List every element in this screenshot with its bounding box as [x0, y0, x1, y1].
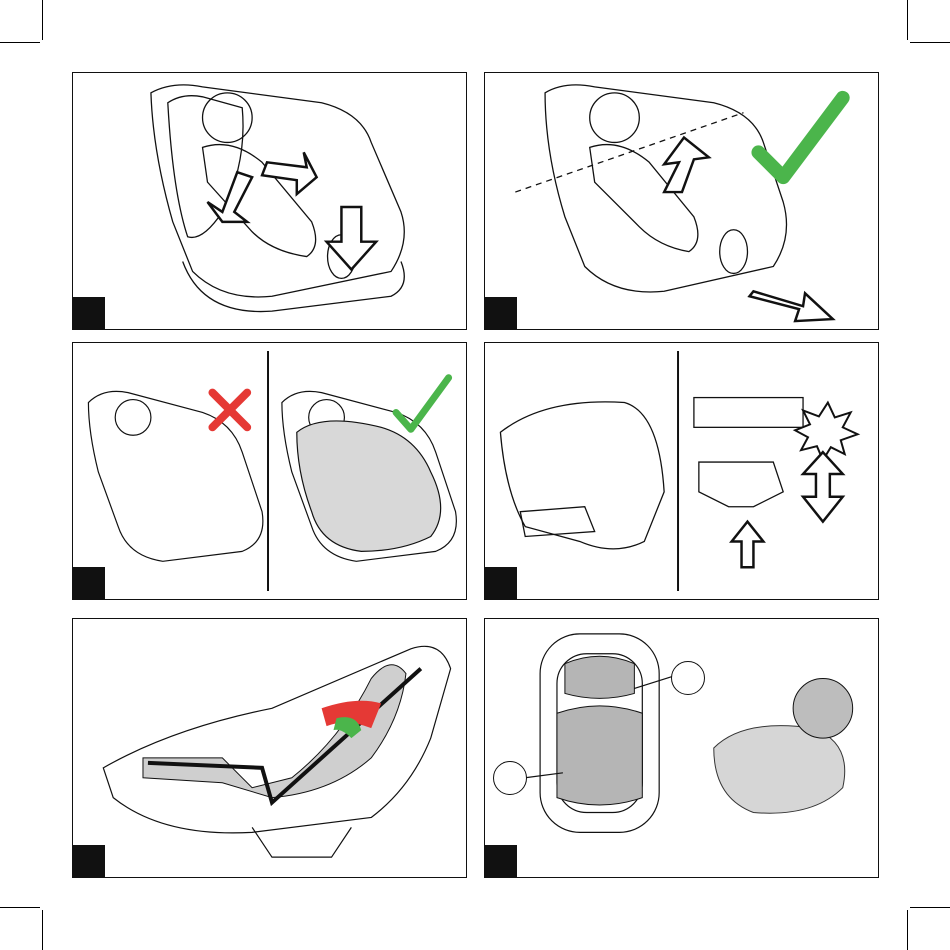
step-badge: [73, 297, 105, 329]
crop-mark: [0, 907, 40, 908]
step-badge: [485, 297, 517, 329]
check-icon: [485, 73, 878, 329]
profile-illustration: [73, 619, 466, 877]
callout-circle: [493, 761, 527, 795]
panel-recline-profile: [72, 618, 467, 878]
arrow-up-icon: [485, 343, 878, 599]
step-badge: [73, 845, 105, 877]
panel-pull-strap: [484, 72, 879, 330]
crop-mark: [907, 910, 908, 950]
arrow-up-right-icon: [73, 73, 466, 329]
panel-harness-tighten: [72, 72, 467, 330]
step-badge: [73, 567, 105, 599]
crop-mark: [42, 0, 43, 40]
step-badge: [485, 567, 517, 599]
panel-blanket: [72, 342, 467, 600]
crop-mark: [907, 0, 908, 40]
crop-mark: [0, 42, 40, 43]
panel-insert: [484, 618, 879, 878]
crop-mark: [910, 907, 950, 908]
panel-base-install: [484, 342, 879, 600]
insert-illustration: [485, 619, 878, 877]
crop-mark: [910, 42, 950, 43]
check-icon: [73, 343, 466, 599]
step-badge: [485, 845, 517, 877]
callout-circle: [671, 661, 705, 695]
crop-mark: [42, 910, 43, 950]
